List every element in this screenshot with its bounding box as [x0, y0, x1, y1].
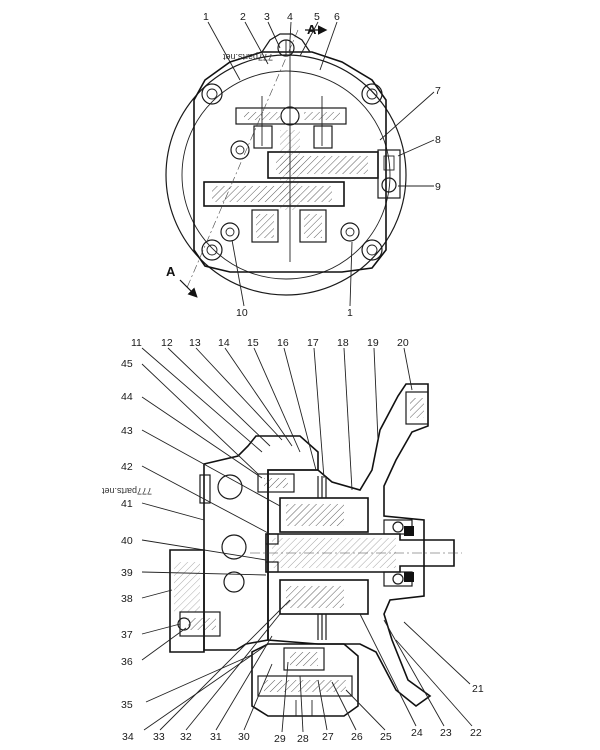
relief-spool	[257, 675, 353, 697]
cylinder-block-lower	[279, 579, 369, 615]
output-shaft	[265, 533, 455, 573]
section-line-a	[185, 29, 299, 291]
label-b42: 42	[121, 461, 133, 473]
section-mark-bottom: A	[166, 264, 176, 279]
label-b20: 20	[397, 337, 409, 349]
label-b19: 19	[367, 337, 379, 349]
section-hatch-region	[280, 130, 300, 210]
label-b24: 24	[411, 727, 423, 739]
label-b31: 31	[210, 731, 222, 743]
top-view: A A 777parts.net	[165, 21, 435, 307]
bolt-hole-br	[361, 239, 383, 261]
bolt-hole-bl	[201, 239, 223, 261]
label-t9: 9	[435, 181, 441, 193]
section-arrow-bottom	[179, 279, 198, 298]
label-t8: 8	[435, 134, 441, 146]
bolt-hole-bl2	[220, 222, 240, 242]
bolt-hole-br2	[340, 222, 360, 242]
label-b23: 23	[440, 727, 452, 739]
flange-tab	[405, 391, 429, 425]
label-b37: 37	[121, 629, 133, 641]
label-t1: 1	[203, 11, 209, 23]
brake-discs	[317, 476, 327, 640]
bolt-hole-tl	[201, 83, 223, 105]
label-t1b: 1	[347, 307, 353, 319]
label-b44: 44	[121, 391, 133, 403]
label-b36: 36	[121, 656, 133, 668]
label-t10: 10	[236, 307, 248, 319]
shaft-seal	[404, 526, 414, 536]
label-t3: 3	[264, 11, 270, 23]
top-cap	[261, 33, 311, 53]
label-b43: 43	[121, 425, 133, 437]
label-b13: 13	[189, 337, 201, 349]
bolt-hole-tr	[361, 83, 383, 105]
label-b11: 11	[131, 337, 142, 349]
relief-valve-body	[251, 643, 359, 717]
label-b41: 41	[121, 498, 133, 510]
label-b35: 35	[121, 699, 133, 711]
bolt-hole-ml	[230, 140, 250, 160]
label-b39: 39	[121, 567, 133, 579]
label-b14: 14	[218, 337, 230, 349]
label-t6: 6	[334, 11, 340, 23]
label-b34: 34	[122, 731, 134, 743]
label-b40: 40	[121, 535, 133, 547]
motor-body	[193, 51, 387, 273]
side-block	[169, 549, 205, 653]
main-housing	[267, 383, 432, 708]
bolt-holes	[201, 83, 383, 261]
port-upper	[217, 474, 243, 500]
label-b38: 38	[121, 593, 133, 605]
bottom-view: 777parts.net	[101, 347, 473, 733]
cylinder-block	[279, 497, 369, 533]
label-b45: 45	[121, 358, 133, 370]
watermark-top: 777parts.net	[222, 52, 273, 62]
inner-flange	[181, 70, 391, 280]
label-b22: 22	[470, 727, 482, 739]
lower-spool-block	[203, 181, 345, 243]
label-b21: 21	[472, 683, 484, 695]
label-b25: 25	[380, 731, 392, 743]
label-t4: 4	[287, 11, 293, 23]
label-b18: 18	[337, 337, 349, 349]
label-b17: 17	[307, 337, 319, 349]
label-t2: 2	[240, 11, 246, 23]
label-t7: 7	[435, 85, 441, 97]
label-b29: 29	[274, 733, 286, 745]
label-t5: 5	[314, 11, 320, 23]
label-b26: 26	[351, 731, 363, 743]
top-valve	[257, 473, 295, 493]
port-middle	[221, 534, 247, 560]
watermark-bottom: 777parts.net	[101, 486, 152, 496]
top-leaders	[207, 21, 435, 307]
label-b16: 16	[277, 337, 289, 349]
port-lower	[223, 571, 245, 593]
label-b15: 15	[247, 337, 259, 349]
label-b32: 32	[180, 731, 192, 743]
label-b12: 12	[161, 337, 173, 349]
label-b30: 30	[238, 731, 250, 743]
label-b33: 33	[153, 731, 165, 743]
fitting-left	[199, 474, 211, 504]
label-b28: 28	[297, 733, 309, 745]
bottom-leaders	[141, 347, 473, 733]
label-b27: 27	[322, 731, 334, 743]
